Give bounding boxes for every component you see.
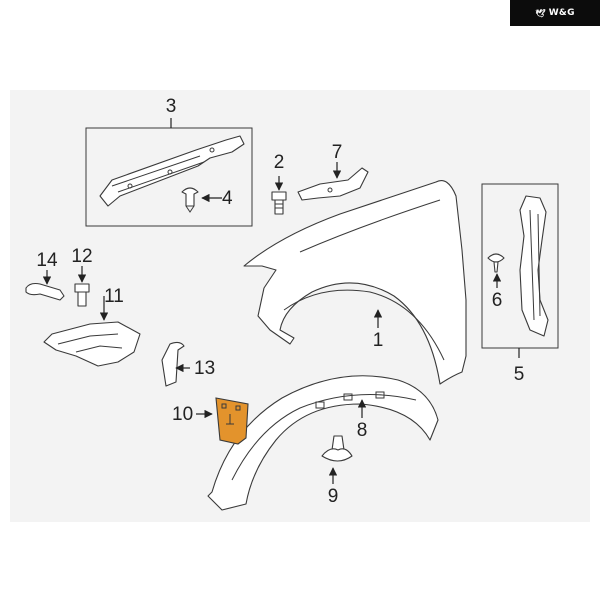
part-8-group [207, 375, 439, 511]
part-1-wheel-arch-lip [283, 289, 445, 361]
part-3-rail-ribs [111, 155, 205, 193]
part-5-brace [519, 195, 549, 337]
part-2-group [271, 176, 287, 215]
part-11-group [43, 296, 141, 367]
part-10-hole-2 [235, 405, 241, 411]
part-1-group [243, 180, 467, 385]
callout-12: 12 [71, 246, 92, 267]
part-7-hole [327, 187, 333, 193]
callout-2: 2 [274, 152, 285, 173]
callout-1: 1 [373, 330, 384, 351]
callout-7: 7 [332, 142, 343, 163]
part-12-group [74, 266, 90, 307]
part-9-group [321, 435, 353, 484]
part-4-clip [181, 187, 199, 207]
part-11-shield [43, 321, 141, 367]
part-3-hole-2 [167, 169, 173, 175]
part-3-frame [85, 127, 253, 227]
part-12-bolt-head [74, 283, 90, 293]
part-8-slot-1 [315, 401, 325, 409]
part-2-bolt-shank [274, 199, 284, 215]
brand-logo-text: W&G [548, 8, 575, 18]
part-8-slot-2 [343, 393, 353, 401]
part-5-group [481, 183, 559, 358]
part-10-group [196, 397, 249, 445]
wings-icon: 🕊︎ [535, 8, 546, 18]
part-14-clip [25, 282, 65, 301]
callout-5: 5 [514, 364, 525, 385]
part-9-clip-head [321, 448, 353, 462]
callout-13: 13 [194, 358, 215, 379]
part-6-clip-head [487, 253, 505, 263]
part-11-shield-ribs [57, 333, 123, 353]
part-1-fender-crease [299, 199, 441, 253]
part-8-liner [207, 375, 439, 511]
diagram-background [10, 90, 590, 522]
callout-3: 3 [166, 96, 177, 117]
part-2-bolt-thread [275, 203, 283, 209]
callout-8: 8 [357, 420, 368, 441]
part-5-brace-ribs [529, 209, 541, 321]
part-8-slot-3 [375, 391, 385, 399]
part-7-bracket [297, 167, 369, 201]
part-8-liner-edge [231, 394, 417, 481]
callout-6: 6 [492, 290, 503, 311]
part-1-fender [243, 180, 467, 385]
part-10-tab [226, 414, 234, 425]
part-3-group [85, 118, 253, 227]
callout-9: 9 [328, 486, 339, 507]
callout-11: 11 [104, 286, 124, 307]
part-9-clip-stem [331, 435, 345, 451]
brand-logo: 🕊︎ W&G [510, 0, 600, 26]
part-12-bolt-shank [77, 291, 87, 307]
part-3-hole-1 [127, 183, 133, 189]
part-6-clip-stem [493, 261, 499, 273]
callout-14: 14 [36, 250, 58, 271]
part-5-frame [481, 183, 559, 349]
part-4-clip-tip [185, 205, 195, 213]
part-2-bolt-head [271, 191, 287, 201]
part-14-group [25, 270, 65, 301]
part-13-seal [161, 341, 185, 387]
part-3-hole-3 [209, 147, 215, 153]
part-7-group [297, 162, 369, 201]
callout-10: 10 [172, 404, 193, 425]
part-13-group [161, 341, 190, 387]
callout-4: 4 [222, 188, 233, 209]
part-10-mud-guard [215, 397, 249, 445]
part-10-hole-1 [221, 403, 227, 409]
